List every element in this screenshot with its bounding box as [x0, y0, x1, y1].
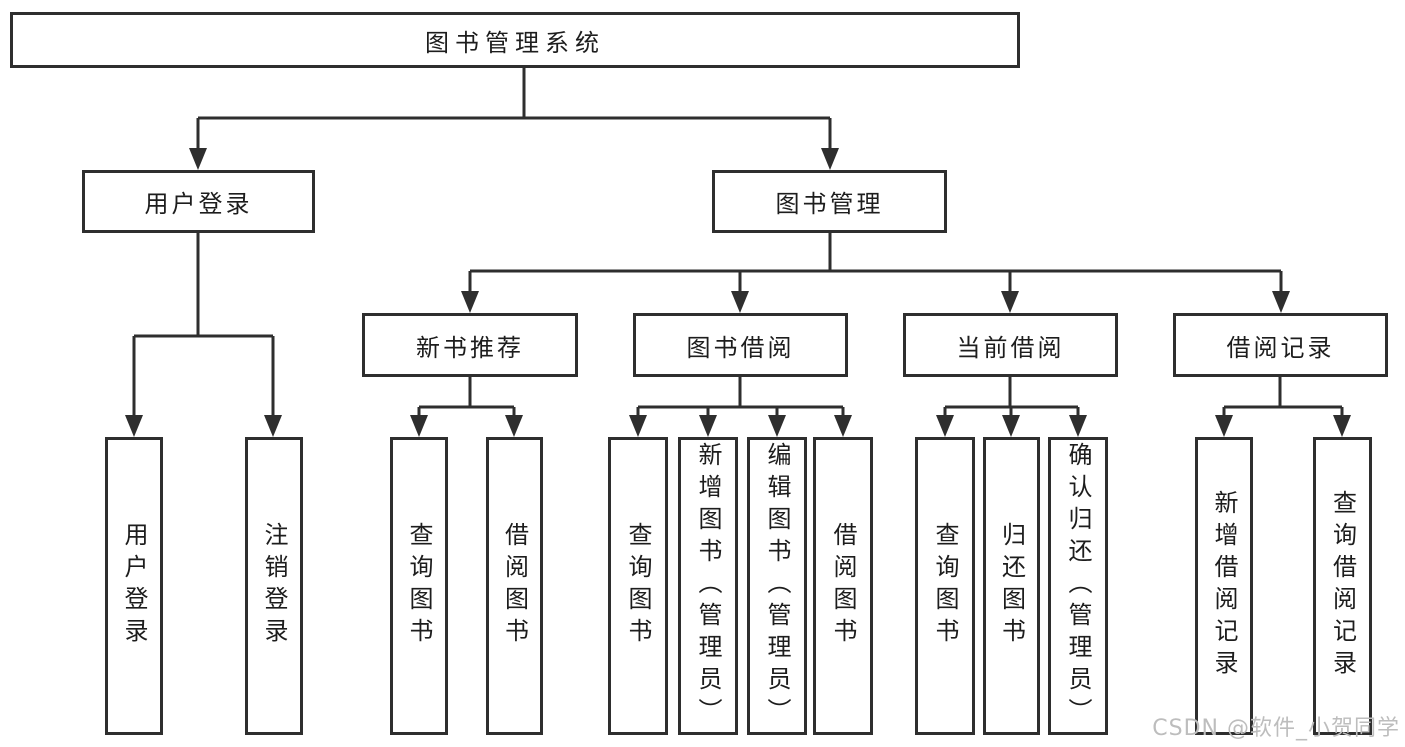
arrowheads: [125, 148, 1351, 437]
node-label: 查询图书: [405, 522, 433, 650]
node-current-borrow: 当前借阅: [903, 313, 1118, 377]
arrow-nb-borrow: [505, 415, 523, 437]
arrow-bb-edit: [768, 415, 786, 437]
arrow-current-borrow: [1001, 291, 1019, 313]
node-label: 当前借阅: [956, 333, 1065, 362]
node-label: 图书借阅: [686, 333, 795, 362]
node-label: 查询图书: [931, 522, 959, 650]
arrow-book-management: [821, 148, 839, 170]
node-root-label: 图书管理系统: [425, 28, 605, 57]
arrow-logout: [264, 415, 282, 437]
leaf-br-query-record: 查询借阅记录: [1313, 437, 1372, 735]
arrow-cb-query: [936, 415, 954, 437]
node-label: 新增借阅记录: [1210, 490, 1238, 682]
leaf-br-add-record: 新增借阅记录: [1195, 437, 1253, 735]
node-label: 用户登录: [120, 522, 148, 650]
arrow-bb-borrow: [834, 415, 852, 437]
node-borrow-records: 借阅记录: [1173, 313, 1388, 377]
node-book-management: 图书管理: [712, 170, 947, 233]
leaf-user-login: 用户登录: [105, 437, 163, 735]
arrow-bb-add: [699, 415, 717, 437]
leaf-bb-add-books-admin: 新增图书（管理员）: [678, 437, 738, 735]
node-label: 借阅图书: [500, 522, 529, 650]
node-label: 确认归还（管理员）: [1064, 442, 1092, 730]
leaf-bb-edit-books-admin: 编辑图书（管理员）: [747, 437, 807, 735]
leaf-cb-confirm-return-admin: 确认归还（管理员）: [1048, 437, 1108, 735]
node-label: 借阅图书: [829, 522, 857, 650]
leaf-cb-return-books: 归还图书: [983, 437, 1040, 735]
node-label: 图书管理: [775, 190, 884, 218]
arrow-new-book-recommend: [461, 291, 479, 313]
node-label: 注销登录: [260, 522, 288, 650]
node-label: 用户登录: [144, 190, 253, 218]
arrow-bb-query: [629, 415, 647, 437]
arrow-br-query: [1333, 415, 1351, 437]
arrow-user-login-group: [189, 148, 207, 170]
arrow-borrow-records: [1272, 291, 1290, 313]
leaf-bb-query-books: 查询图书: [608, 437, 668, 735]
arrow-br-add: [1215, 415, 1233, 437]
node-root: 图书管理系统: [10, 12, 1020, 68]
node-new-book-recommend: 新书推荐: [362, 313, 578, 377]
node-label: 新书推荐: [416, 333, 524, 362]
leaf-bb-borrow-books: 借阅图书: [813, 437, 873, 735]
node-label: 查询图书: [624, 522, 652, 650]
watermark: CSDN @软件_小贺同学: [1152, 716, 1400, 741]
arrow-book-borrow: [731, 291, 749, 313]
leaf-nb-query-books: 查询图书: [390, 437, 448, 735]
node-label: 编辑图书（管理员）: [763, 442, 791, 730]
node-label: 归还图书: [997, 522, 1026, 650]
node-label: 借阅记录: [1226, 333, 1335, 362]
leaf-logout: 注销登录: [245, 437, 303, 735]
node-label: 查询借阅记录: [1328, 490, 1357, 682]
arrow-cb-return: [1002, 415, 1020, 437]
node-label: 新增图书（管理员）: [694, 442, 722, 730]
node-book-borrow: 图书借阅: [633, 313, 848, 377]
arrow-nb-query: [410, 415, 428, 437]
leaf-nb-borrow-books: 借阅图书: [486, 437, 543, 735]
node-user-login-group: 用户登录: [82, 170, 315, 233]
leaf-cb-query-books: 查询图书: [915, 437, 975, 735]
arrow-cb-confirm: [1069, 415, 1087, 437]
arrow-user-login: [125, 415, 143, 437]
